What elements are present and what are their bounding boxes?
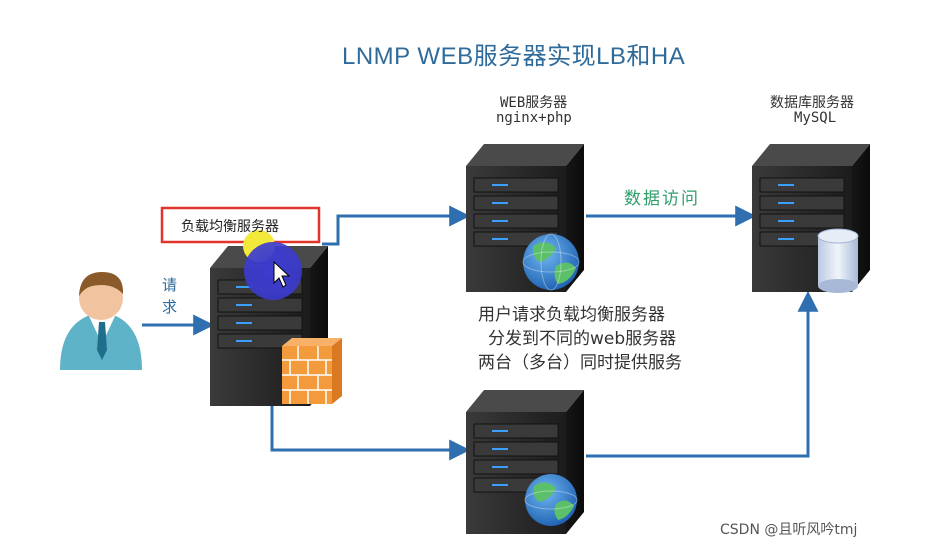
lb-to-web1-arrow — [322, 205, 471, 246]
description-line3: 两台（多台）同时提供服务 — [478, 353, 682, 373]
load-balancer-label: 负载均衡服务器 — [181, 219, 279, 235]
description-line2: 分发到不同的web服务器 — [488, 329, 677, 349]
description-line1: 用户请求负载均衡服务器 — [478, 305, 665, 325]
web-server-subtitle: nginx+php — [496, 110, 572, 126]
firewall-icon — [282, 338, 342, 404]
db-server-subtitle: MySQL — [794, 110, 837, 126]
globe-icon — [522, 233, 580, 291]
db-server-title: 数据库服务器 — [770, 95, 854, 111]
diagram-title: LNMP WEB服务器实现LB和HA — [342, 43, 686, 70]
connection-arrows — [142, 205, 819, 461]
data-access-label: 数据访问 — [624, 189, 700, 209]
web-server-1-icon — [466, 144, 584, 292]
web2-to-db-arrow — [586, 290, 819, 458]
mouse-cursor-icon — [243, 230, 302, 300]
database-icon — [817, 228, 859, 293]
user-icon — [60, 272, 142, 370]
request-label-line2: 求 — [162, 298, 178, 316]
request-label-line1: 请 — [162, 276, 178, 294]
database-server-icon — [752, 144, 870, 292]
watermark: CSDN @且听风吟tmj — [720, 522, 858, 538]
lb-to-web2-arrow — [270, 405, 471, 461]
web-server-2-icon — [466, 390, 584, 534]
load-balancer-highlight-box — [160, 206, 321, 244]
globe-icon — [524, 474, 578, 526]
web-server-title: WEB服务器 — [500, 95, 568, 111]
